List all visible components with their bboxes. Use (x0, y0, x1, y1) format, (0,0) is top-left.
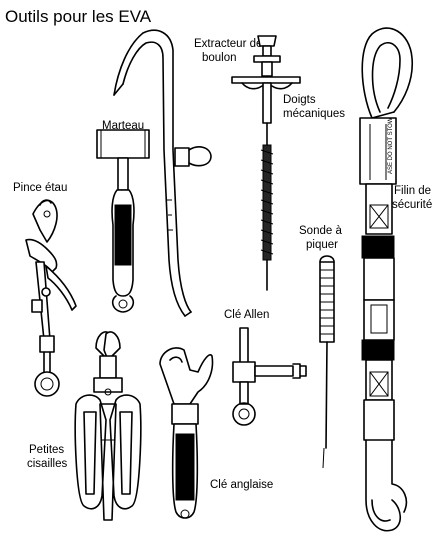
hammer-tool (96, 129, 150, 313)
label-petites-cisailles: Petites cisailles (27, 444, 68, 470)
small-shears-tool (74, 331, 142, 521)
allen-key-tool (232, 327, 307, 426)
probe-tool (319, 255, 335, 469)
safety-tether-tool: ASE DO NOT STOW (359, 27, 414, 532)
pry-bar-tool (113, 29, 212, 317)
label-extracteur: Extracteur de boulon (194, 38, 266, 64)
label-sonde-piquer: Sonde à piquer (299, 225, 345, 251)
locking-pliers-tool (25, 199, 77, 397)
label-cle-anglaise: Clé anglaise (210, 479, 273, 491)
label-marteau: Marteau (102, 120, 144, 132)
label-cle-allen: Clé Allen (224, 309, 269, 321)
page-title: Outils pour les EVA (5, 7, 152, 26)
adjustable-wrench-tool (159, 347, 214, 519)
label-pince-etau: Pince étau (13, 182, 67, 194)
label-filin-securite: Filin de sécurité (392, 185, 434, 211)
bolt-extractor-tool (231, 35, 301, 291)
tether-stencil-text: ASE DO NOT STOW (388, 117, 394, 174)
label-doigts-mecaniques: Doigts mécaniques (283, 94, 345, 120)
